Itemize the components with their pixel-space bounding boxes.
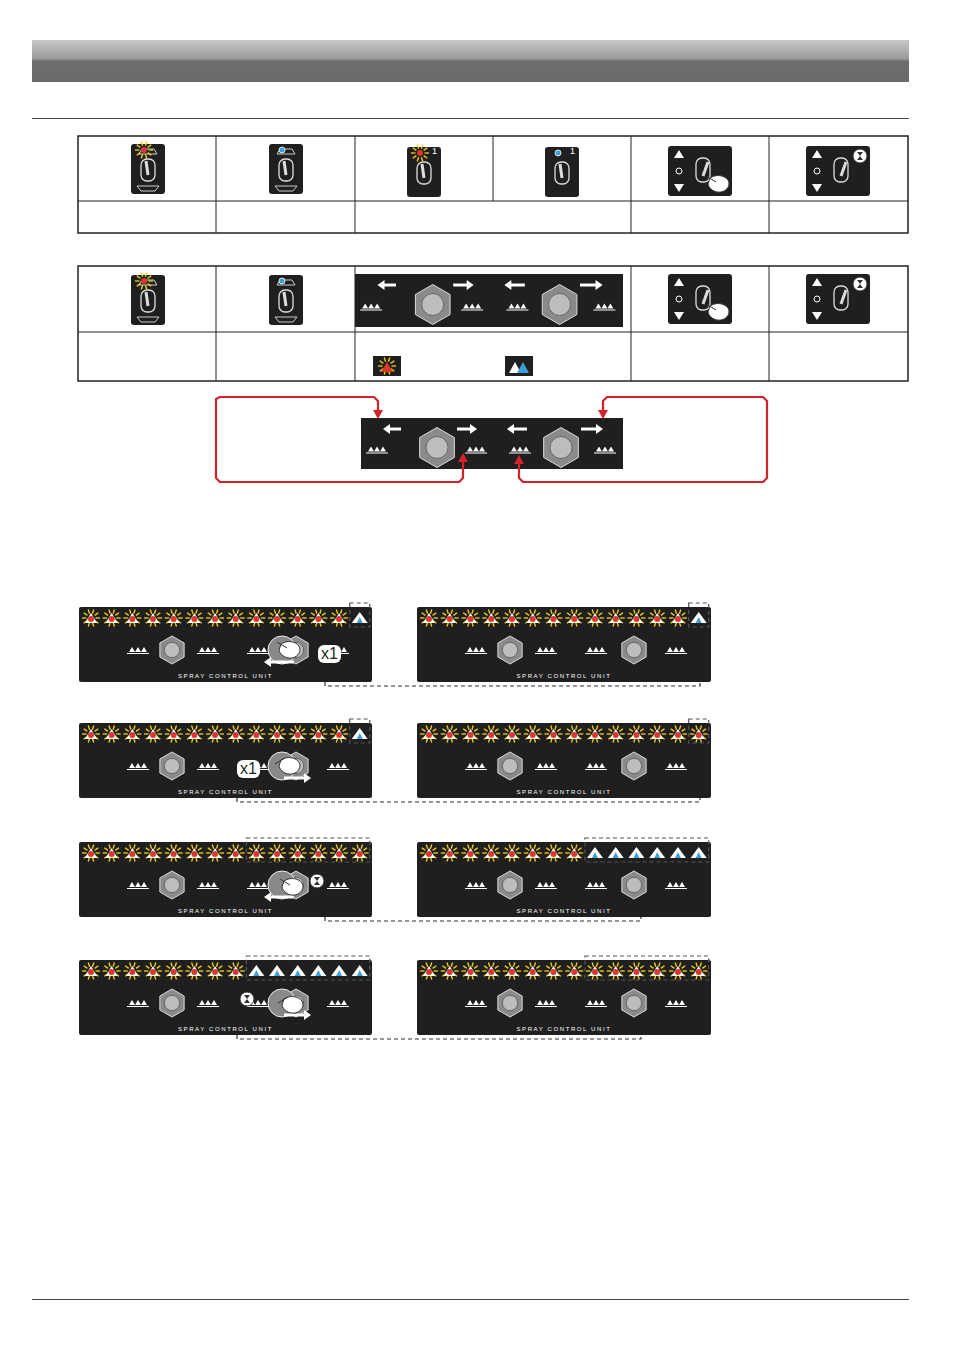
toggle-switch-icon xyxy=(269,144,303,194)
spray-control-panel xyxy=(417,956,711,1035)
panel-node: SPRAY CONTROL UNIT xyxy=(79,842,372,917)
dashed-connector xyxy=(325,682,700,686)
up-down-switch-icon xyxy=(806,146,870,196)
header-bar xyxy=(32,40,909,82)
panel-caption: SPRAY CONTROL UNIT xyxy=(417,908,711,914)
control-panel xyxy=(355,274,623,327)
dashed-connector xyxy=(237,798,700,802)
toggle-switch-icon xyxy=(545,147,579,197)
control-panel xyxy=(361,418,623,469)
panel-caption: SPRAY CONTROL UNIT xyxy=(79,789,372,795)
panel-node: SPRAY CONTROL UNIT xyxy=(417,607,711,682)
press-count: x1 xyxy=(237,760,260,778)
callout-bracket xyxy=(216,440,468,482)
panel-node: SPRAY CONTROL UNIT xyxy=(79,723,372,798)
led-icon xyxy=(373,356,401,376)
press-count: x1 xyxy=(318,645,341,663)
panel-node: SPRAY CONTROL UNIT xyxy=(417,842,711,917)
table xyxy=(78,136,908,233)
spray-control-panel xyxy=(417,719,711,798)
rule-line xyxy=(32,1299,909,1300)
table xyxy=(78,266,908,381)
up-down-switch-icon xyxy=(668,146,732,196)
spray-control-panel xyxy=(79,838,372,917)
toggle-switch-icon xyxy=(407,144,441,197)
panel-caption: SPRAY CONTROL UNIT xyxy=(79,1026,372,1032)
panel-node: SPRAY CONTROL UNIT xyxy=(417,960,711,1035)
callout-bracket xyxy=(598,397,767,440)
panel-node: SPRAY CONTROL UNIT xyxy=(79,960,372,1035)
panel-caption: SPRAY CONTROL UNIT xyxy=(417,1026,711,1032)
panel-node: SPRAY CONTROL UNIT xyxy=(417,723,711,798)
panel-caption: SPRAY CONTROL UNIT xyxy=(79,908,372,914)
panel-caption: SPRAY CONTROL UNIT xyxy=(79,673,372,679)
spray-control-panel xyxy=(79,719,372,798)
spray-control-panel xyxy=(79,603,372,682)
led-icon xyxy=(505,356,533,376)
toggle-switch-icon xyxy=(131,272,165,325)
section-number: 1 xyxy=(570,146,575,156)
panel-caption: SPRAY CONTROL UNIT xyxy=(417,673,711,679)
spray-control-panel xyxy=(417,603,711,682)
dashed-connector xyxy=(237,1035,641,1039)
rule-line xyxy=(32,118,909,119)
panel-caption: SPRAY CONTROL UNIT xyxy=(417,789,711,795)
dashed-connector xyxy=(325,917,641,921)
section-number: 1 xyxy=(432,146,437,156)
spray-control-panel xyxy=(417,838,711,917)
callout-bracket xyxy=(216,397,383,440)
up-down-switch-icon xyxy=(806,274,870,324)
up-down-switch-icon xyxy=(668,274,732,324)
toggle-switch-icon xyxy=(131,141,165,194)
toggle-switch-icon xyxy=(269,275,303,325)
spray-control-panel xyxy=(79,956,372,1035)
callout-bracket xyxy=(514,440,767,482)
